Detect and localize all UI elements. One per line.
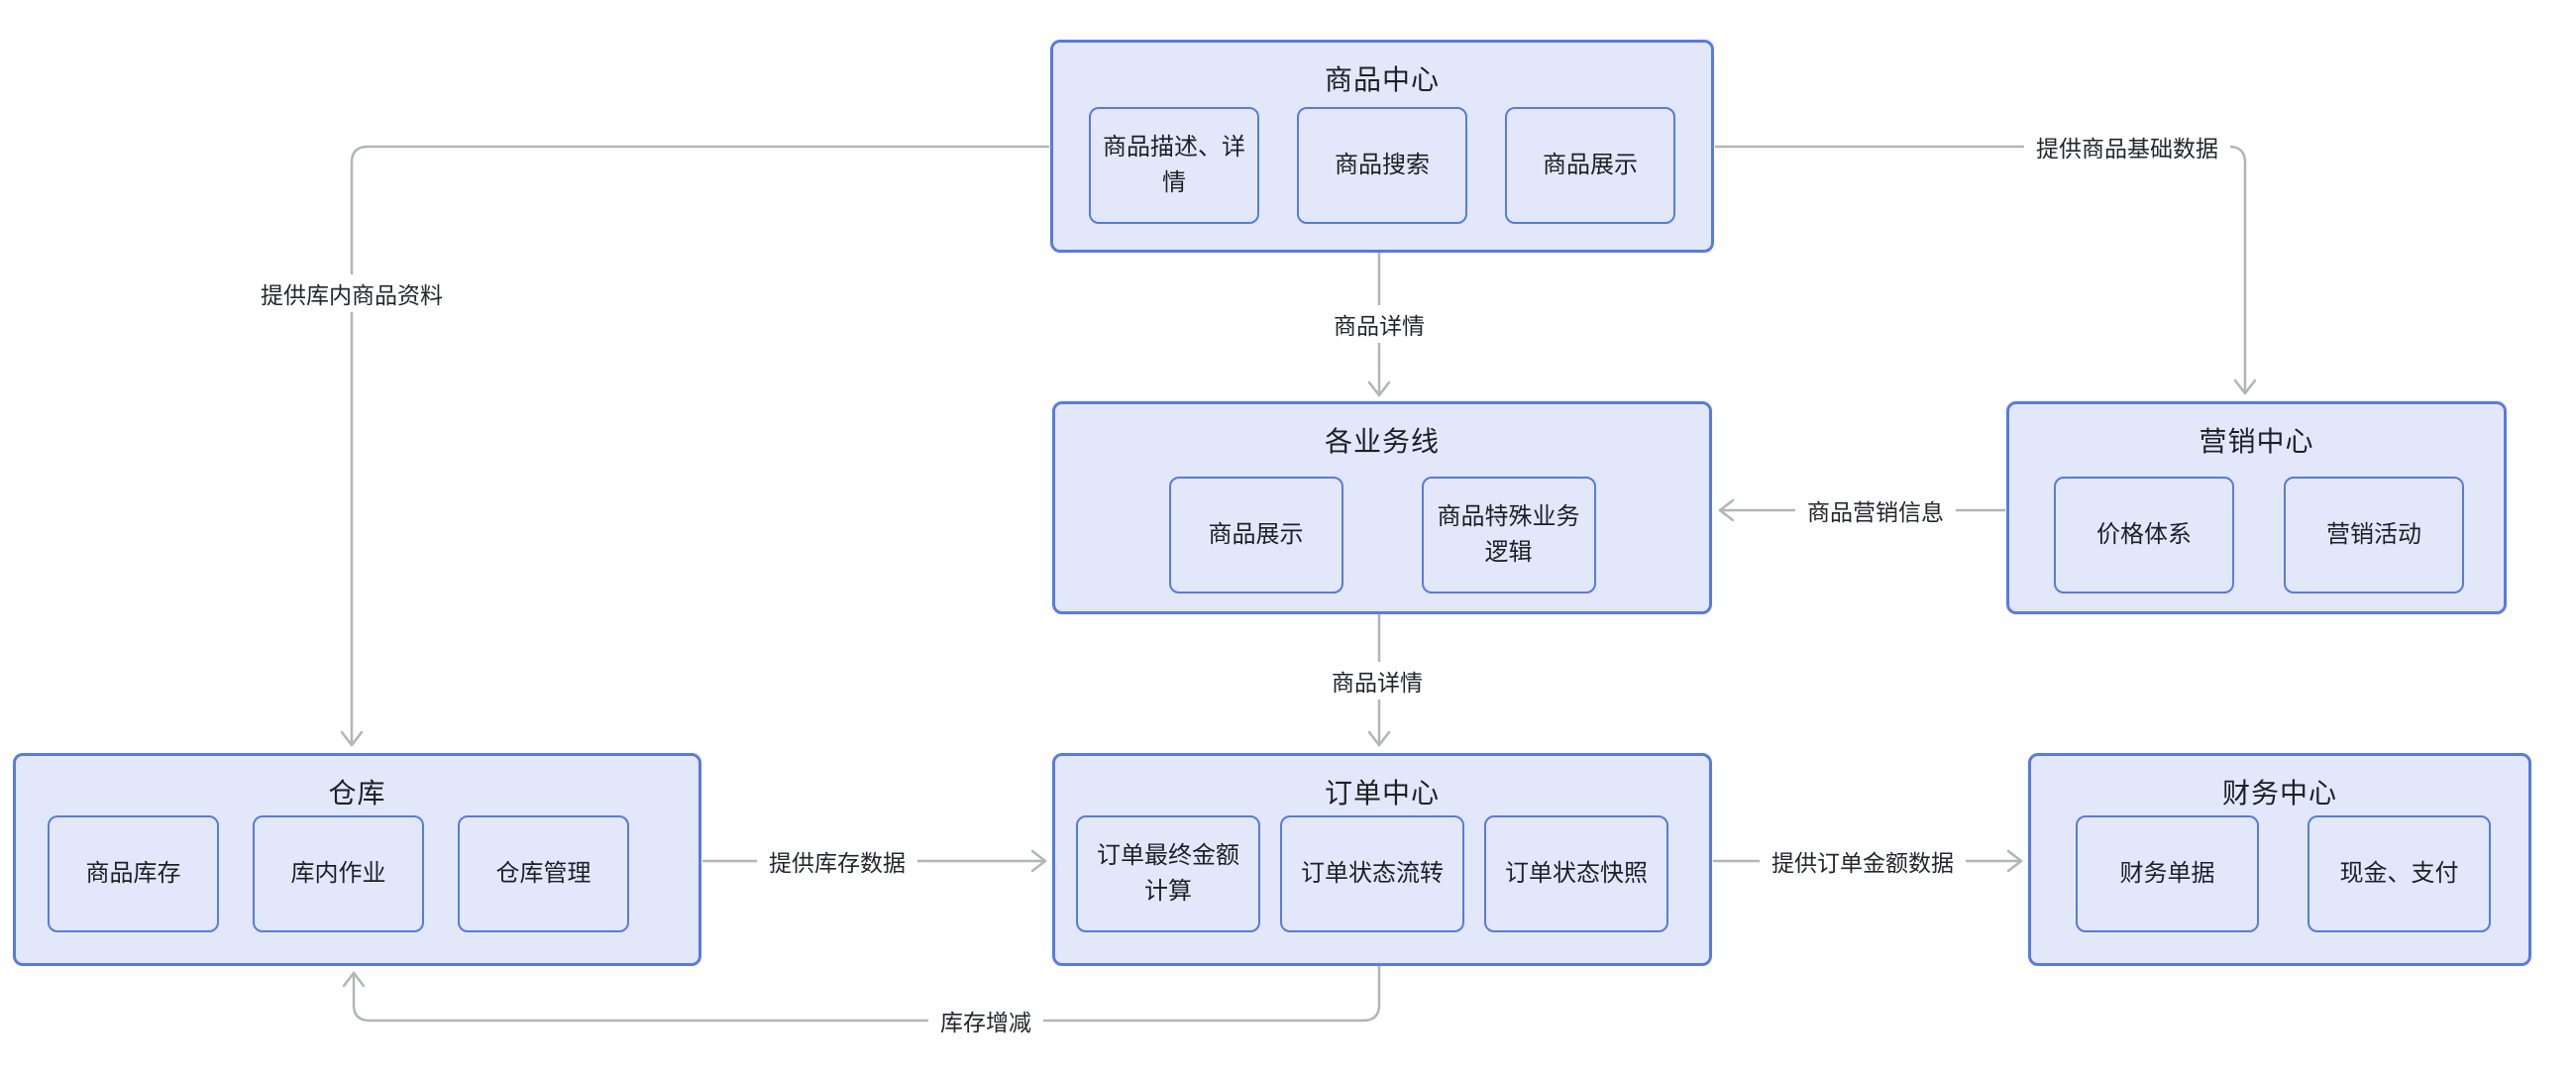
group-children-row: 订单最终金额计算 订单状态流转 订单状态快照 (1055, 815, 1709, 932)
group-title: 订单中心 (1324, 778, 1440, 808)
arrowhead-down-icon (340, 730, 364, 747)
group-marketing-center[interactable]: 营销中心 价格体系 营销活动 (2006, 401, 2507, 614)
connector-product-to-warehouse (350, 145, 1050, 747)
node-product-display[interactable]: 商品展示 (1505, 107, 1675, 224)
edge-label-inventory-increase-decrease[interactable]: 库存增减 (928, 1002, 1043, 1039)
node-product-search[interactable]: 商品搜索 (1297, 107, 1467, 224)
edge-label-provide-warehouse-product-info[interactable]: 提供库内商品资料 (249, 274, 455, 312)
arrowhead-up-icon (342, 971, 366, 988)
node-product-description-detail[interactable]: 商品描述、详情 (1089, 107, 1259, 224)
arrowhead-down-icon (1367, 380, 1391, 397)
edge-label-product-marketing-info[interactable]: 商品营销信息 (1795, 491, 1956, 529)
group-product-center[interactable]: 商品中心 商品描述、详情 商品搜索 商品展示 (1050, 40, 1714, 253)
group-children-row: 商品展示 商品特殊业务逻辑 (1055, 477, 1709, 593)
arrowhead-left-icon (1718, 498, 1735, 522)
group-title: 商品中心 (1324, 64, 1440, 95)
arrowhead-right-icon (1030, 849, 1047, 873)
node-marketing-activity[interactable]: 营销活动 (2284, 477, 2464, 593)
connector-order-to-warehouse (352, 964, 1381, 1023)
arrowhead-down-icon (1367, 730, 1391, 747)
edge-label-provide-product-base-data[interactable]: 提供商品基础数据 (2024, 128, 2230, 165)
edge-label-product-detail-2[interactable]: 商品详情 (1320, 662, 1435, 700)
edge-label-product-detail-1[interactable]: 商品详情 (1322, 305, 1437, 343)
group-order-center[interactable]: 订单中心 订单最终金额计算 订单状态流转 订单状态快照 (1052, 753, 1712, 966)
connector-product-to-marketing (1714, 145, 2247, 395)
node-finance-documents[interactable]: 财务单据 (2076, 815, 2259, 932)
edge-label-provide-order-amount-data[interactable]: 提供订单金额数据 (1760, 842, 1966, 880)
node-price-system[interactable]: 价格体系 (2054, 477, 2234, 593)
group-title: 财务中心 (2221, 778, 2337, 808)
group-children-row: 商品库存 库内作业 仓库管理 (16, 815, 698, 932)
group-title: 仓库 (328, 778, 386, 808)
node-product-inventory[interactable]: 商品库存 (48, 815, 219, 932)
node-bl-product-display[interactable]: 商品展示 (1168, 477, 1343, 593)
node-order-final-amount[interactable]: 订单最终金额计算 (1076, 815, 1260, 932)
group-business-lines[interactable]: 各业务线 商品展示 商品特殊业务逻辑 (1052, 401, 1712, 614)
node-special-business-logic[interactable]: 商品特殊业务逻辑 (1421, 477, 1596, 593)
group-children-row: 商品描述、详情 商品搜索 商品展示 (1053, 107, 1711, 224)
group-children-row: 价格体系 营销活动 (2009, 477, 2504, 593)
group-finance-center[interactable]: 财务中心 财务单据 现金、支付 (2028, 753, 2531, 966)
group-title: 各业务线 (1324, 426, 1440, 457)
node-warehouse-management[interactable]: 仓库管理 (458, 815, 629, 932)
node-cash-payment[interactable]: 现金、支付 (2308, 815, 2491, 932)
arrowhead-right-icon (2006, 849, 2023, 873)
node-order-status-snapshot[interactable]: 订单状态快照 (1484, 815, 1668, 932)
edge-label-provide-inventory-data[interactable]: 提供库存数据 (757, 842, 917, 880)
group-warehouse[interactable]: 仓库 商品库存 库内作业 仓库管理 (13, 753, 701, 966)
arrowhead-down-icon (2233, 378, 2257, 395)
group-title: 营销中心 (2199, 426, 2314, 457)
node-warehouse-operations[interactable]: 库内作业 (253, 815, 424, 932)
node-order-status-flow[interactable]: 订单状态流转 (1280, 815, 1464, 932)
group-children-row: 财务单据 现金、支付 (2031, 815, 2528, 932)
